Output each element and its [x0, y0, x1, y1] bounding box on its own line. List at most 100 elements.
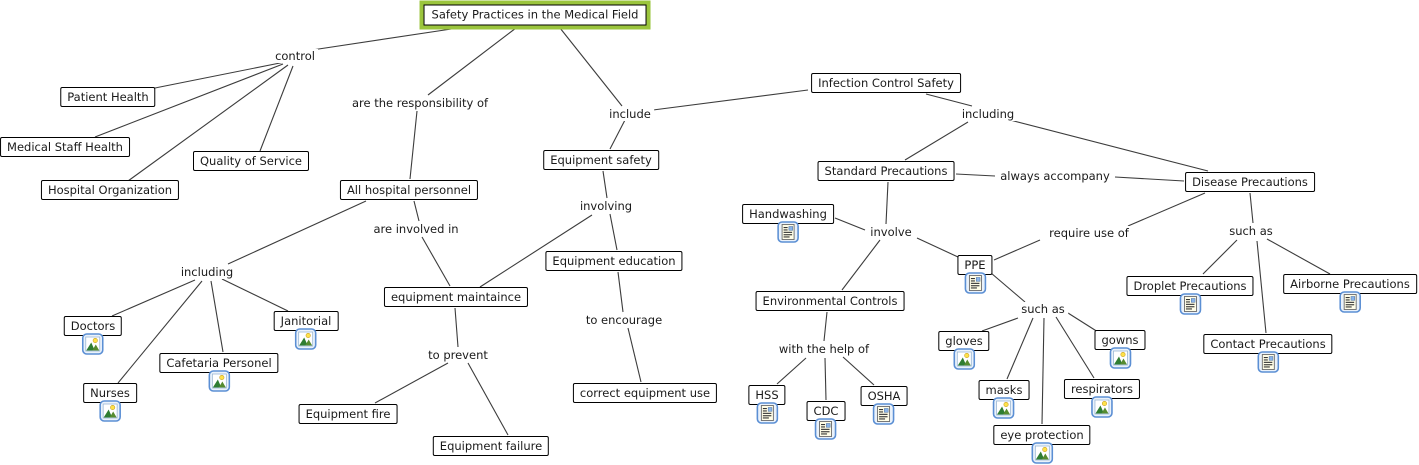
concept-equipment-fire[interactable]: Equipment fire: [298, 404, 398, 424]
concept-label: Droplet Precautions: [1133, 279, 1247, 293]
edge-involving-equipment-maintaince: [479, 214, 593, 288]
edge-control-patient-health: [149, 61, 286, 90]
edge-including-nurses: [117, 280, 203, 384]
image-attachment-icon[interactable]: [1091, 396, 1113, 418]
concept-label: Medical Staff Health: [7, 140, 123, 154]
concept-equipment-failure[interactable]: Equipment failure: [432, 436, 550, 456]
concept-equipment-safety[interactable]: Equipment safety: [543, 150, 659, 170]
link-such-as-disease[interactable]: such as: [1226, 224, 1276, 238]
concept-label: OSHA: [867, 389, 901, 403]
concept-hospital-organization[interactable]: Hospital Organization: [40, 180, 180, 200]
edge-standard-accompany: [955, 173, 996, 177]
concept-label: Cafetaria Personel: [166, 356, 272, 370]
concept-disease-precautions[interactable]: Disease Precautions: [1185, 172, 1315, 192]
edge-standard-involve: [885, 181, 889, 225]
concept-medical-staff-health[interactable]: Medical Staff Health: [0, 137, 130, 157]
concept-nurses[interactable]: Nurses: [83, 383, 137, 403]
edge-require-ppe: [993, 239, 1041, 261]
link-to-prevent[interactable]: to prevent: [425, 348, 491, 362]
edge-help-osha: [842, 356, 875, 386]
link-always-accompany[interactable]: always accompany: [997, 169, 1113, 183]
edge-include-equipment-safety: [609, 119, 626, 150]
concept-root-highlighted[interactable]: Safety Practices in the Medical Field: [419, 0, 651, 30]
edge-environmental-help: [823, 311, 828, 342]
link-are-involved-in[interactable]: are involved in: [370, 222, 462, 236]
edge-personnel-involved: [413, 200, 420, 222]
concept-airborne-precautions[interactable]: Airborne Precautions: [1283, 274, 1417, 294]
link-including-personnel[interactable]: including: [177, 265, 237, 279]
concept-label: Equipment fire: [305, 407, 391, 421]
concept-label: masks: [985, 383, 1023, 397]
concept-equipment-education[interactable]: Equipment education: [545, 251, 683, 271]
edge-suchas-masks: [1006, 317, 1034, 380]
edge-title-control: [311, 27, 459, 51]
concept-label: All hospital personnel: [346, 183, 472, 197]
concept-cafetaria-personel[interactable]: Cafetaria Personel: [159, 353, 279, 373]
concept-quality-of-service[interactable]: Quality of Service: [193, 151, 309, 171]
link-require-use-of[interactable]: require use of: [1046, 226, 1132, 240]
concept-hss[interactable]: HSS: [748, 385, 786, 405]
concept-eye-protection[interactable]: eye protection: [993, 425, 1091, 445]
concept-gloves[interactable]: gloves: [938, 331, 990, 351]
edge-encourage-correct-use: [627, 327, 642, 383]
edge-suchas-respirators: [1055, 316, 1095, 379]
concept-gowns[interactable]: gowns: [1094, 330, 1146, 350]
concept-label: CDC: [813, 404, 839, 418]
image-attachment-icon[interactable]: [1031, 442, 1053, 464]
link-such-as-ppe[interactable]: such as: [1018, 302, 1068, 316]
image-attachment-icon[interactable]: [1109, 347, 1131, 369]
concept-patient-health[interactable]: Patient Health: [60, 87, 156, 107]
link-including-infection[interactable]: including: [958, 107, 1018, 121]
document-attachment-icon[interactable]: [873, 403, 895, 425]
edge-help-cdc: [824, 357, 827, 401]
document-attachment-icon[interactable]: [815, 418, 837, 440]
link-include[interactable]: include: [606, 107, 654, 121]
image-attachment-icon[interactable]: [99, 400, 121, 422]
image-attachment-icon[interactable]: [953, 348, 975, 370]
concept-handwashing[interactable]: Handwashing: [742, 204, 834, 224]
concept-label: Standard Precautions: [824, 164, 948, 178]
document-attachment-icon[interactable]: [777, 221, 799, 243]
image-attachment-icon[interactable]: [295, 328, 317, 350]
concept-masks[interactable]: masks: [978, 380, 1030, 400]
concept-doctors[interactable]: Doctors: [63, 316, 123, 336]
image-attachment-icon[interactable]: [993, 397, 1015, 419]
concept-label: PPE: [964, 258, 986, 272]
edge-accompany-disease: [1114, 176, 1185, 182]
concept-respirators[interactable]: respirators: [1063, 379, 1141, 399]
concept-osha[interactable]: OSHA: [860, 386, 908, 406]
concept-infection-control-safety[interactable]: Infection Control Safety: [811, 73, 961, 93]
concept-environmental-controls[interactable]: Environmental Controls: [755, 291, 905, 311]
edge-suchas-gowns: [1067, 312, 1099, 333]
concept-standard-precautions[interactable]: Standard Precautions: [817, 161, 955, 181]
edge-suchas2-droplet: [1202, 239, 1238, 275]
image-attachment-icon[interactable]: [82, 333, 104, 355]
concept-all-hospital-personnel[interactable]: All hospital personnel: [339, 180, 479, 200]
document-attachment-icon[interactable]: [1339, 291, 1361, 313]
concept-label: Infection Control Safety: [818, 76, 954, 90]
concept-equipment-maintaince[interactable]: equipment maintaince: [383, 287, 529, 307]
document-attachment-icon[interactable]: [756, 402, 778, 424]
link-involving[interactable]: involving: [576, 199, 636, 213]
link-control[interactable]: control: [272, 49, 318, 63]
edge-infection-including: [925, 93, 973, 107]
concept-janitorial[interactable]: Janitorial: [273, 311, 339, 331]
document-attachment-icon[interactable]: [1179, 293, 1201, 315]
concept-ppe[interactable]: PPE: [957, 255, 993, 275]
concept-correct-equipment-use[interactable]: correct equipment use: [572, 383, 718, 403]
edge-title-include: [559, 27, 623, 107]
edge-including-janitorial: [221, 278, 289, 312]
document-attachment-icon[interactable]: [964, 272, 986, 294]
document-attachment-icon[interactable]: [1257, 351, 1279, 373]
image-attachment-icon[interactable]: [208, 370, 230, 392]
edge-prevent-equipment-fire: [374, 362, 449, 404]
concept-droplet-precautions[interactable]: Droplet Precautions: [1126, 276, 1254, 296]
link-involve[interactable]: involve: [867, 225, 915, 239]
link-with-the-help-of[interactable]: with the help of: [775, 342, 873, 356]
concept-label: Hospital Organization: [47, 183, 173, 197]
link-are-the-responsibility-of[interactable]: are the responsibility of: [348, 96, 492, 110]
concept-contact-precautions[interactable]: Contact Precautions: [1203, 334, 1333, 354]
concept-cdc[interactable]: CDC: [806, 401, 846, 421]
edge-suchas2-contact: [1256, 240, 1267, 334]
link-to-encourage[interactable]: to encourage: [582, 313, 666, 327]
